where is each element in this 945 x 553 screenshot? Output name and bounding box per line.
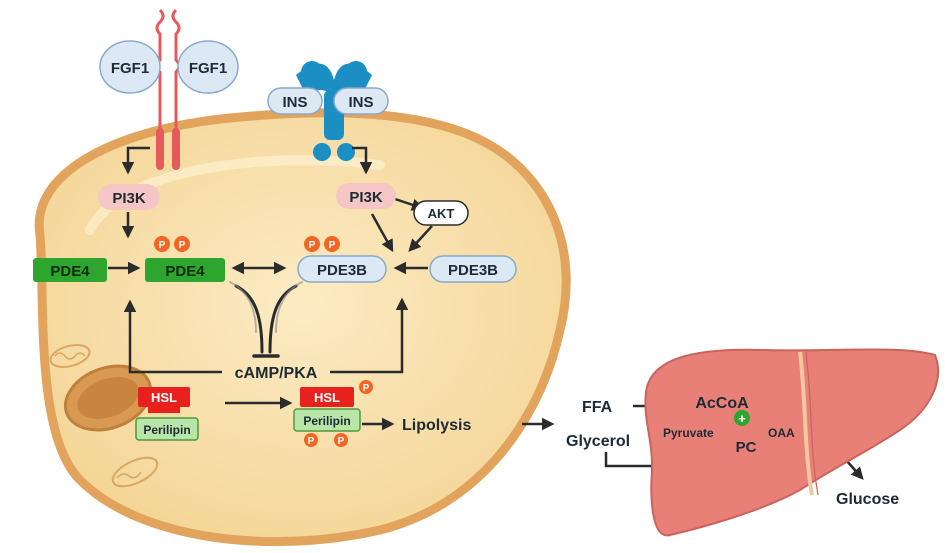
ins-left-node: INS xyxy=(267,87,323,115)
arrow-fgf-to-pi3k xyxy=(121,146,150,175)
inhibition-curves xyxy=(229,281,303,358)
arrow-camp-to-pde4 xyxy=(123,299,222,374)
ins-right-node: INS xyxy=(333,87,389,115)
pde4-active-label: PDE4 xyxy=(165,263,205,280)
phospho-badge: P xyxy=(154,236,170,252)
accoa-label: AcCoA xyxy=(695,395,749,412)
hsl-perilipin-left: HSL Perilipin xyxy=(135,387,199,441)
phospho-badge: P xyxy=(359,380,373,394)
phospho-badge: P xyxy=(334,433,348,447)
phospho-badge: P xyxy=(174,236,190,252)
svg-text:P: P xyxy=(309,240,316,251)
svg-text:P: P xyxy=(308,436,315,447)
fgf1-right-label: FGF1 xyxy=(189,60,227,77)
pi3k-right-node: PI3K xyxy=(336,183,396,209)
fgf1-left-node: FGF1 xyxy=(99,40,161,94)
arrow-camp-to-pde3b xyxy=(330,297,409,374)
pi3k-left-node: PI3K xyxy=(98,184,160,210)
pi3k-right-label: PI3K xyxy=(349,189,383,206)
pde3b-inactive-node: PDE3B xyxy=(429,255,517,283)
pde3b-active-node: PDE3B xyxy=(297,255,387,283)
glycerol-label: Glycerol xyxy=(566,433,630,450)
svg-text:+: + xyxy=(738,411,746,426)
mitochondrion-icon xyxy=(63,364,153,432)
ins-right-label: INS xyxy=(348,94,373,111)
pde4-inactive-node: PDE4 xyxy=(33,258,107,282)
oaa-label: OAA xyxy=(768,426,795,440)
pyruvate-label: Pyruvate xyxy=(663,426,714,440)
perilipin-left-label: Perilipin xyxy=(143,423,190,437)
ffa-label: FFA xyxy=(582,399,613,416)
pde4-inactive-label: PDE4 xyxy=(50,263,90,280)
phospho-badges: P P P P P P P xyxy=(154,236,373,447)
perilipin-right-label: Perilipin xyxy=(303,414,350,428)
arrow-ins-to-pi3k xyxy=(352,146,373,175)
svg-text:P: P xyxy=(179,240,186,251)
mitochondrion-icon xyxy=(111,456,159,488)
lipolysis-label: Lipolysis xyxy=(402,417,471,434)
svg-text:P: P xyxy=(338,436,345,447)
hsl-right-label: HSL xyxy=(314,390,340,405)
akt-label: AKT xyxy=(428,206,455,221)
akt-node: AKT xyxy=(413,200,469,226)
fgf1-left-label: FGF1 xyxy=(111,60,149,77)
phospho-badge: P xyxy=(324,236,340,252)
camp-pka-label: cAMP/PKA xyxy=(235,365,318,382)
plus-icon: + xyxy=(734,410,750,426)
svg-text:P: P xyxy=(159,240,166,251)
hsl-perilipin-right: HSL Perilipin xyxy=(293,387,361,432)
pde3b-active-label: PDE3B xyxy=(317,262,367,279)
phospho-badge: P xyxy=(304,433,318,447)
liver-icon xyxy=(644,348,940,537)
phospho-badge: P xyxy=(304,236,320,252)
glucose-label: Glucose xyxy=(836,491,899,508)
svg-text:P: P xyxy=(329,240,336,251)
pde4-active-node: PDE4 xyxy=(145,258,225,282)
pc-label: PC xyxy=(736,439,757,456)
insulin-receptor-icon xyxy=(296,61,372,161)
pde3b-inactive-label: PDE3B xyxy=(448,262,498,279)
hsl-left-label: HSL xyxy=(151,390,177,405)
adipocyte-cell xyxy=(34,108,571,547)
svg-text:P: P xyxy=(363,383,370,394)
arrow-pi3k-to-pde3b xyxy=(370,213,394,253)
mitochondrion-icon xyxy=(49,344,91,368)
arrow-liver-to-glucose xyxy=(845,459,864,480)
arrow-akt-to-pde3b xyxy=(408,225,433,252)
fgf1-right-node: FGF1 xyxy=(177,40,239,94)
pi3k-left-label: PI3K xyxy=(112,190,146,207)
ins-left-label: INS xyxy=(282,94,307,111)
